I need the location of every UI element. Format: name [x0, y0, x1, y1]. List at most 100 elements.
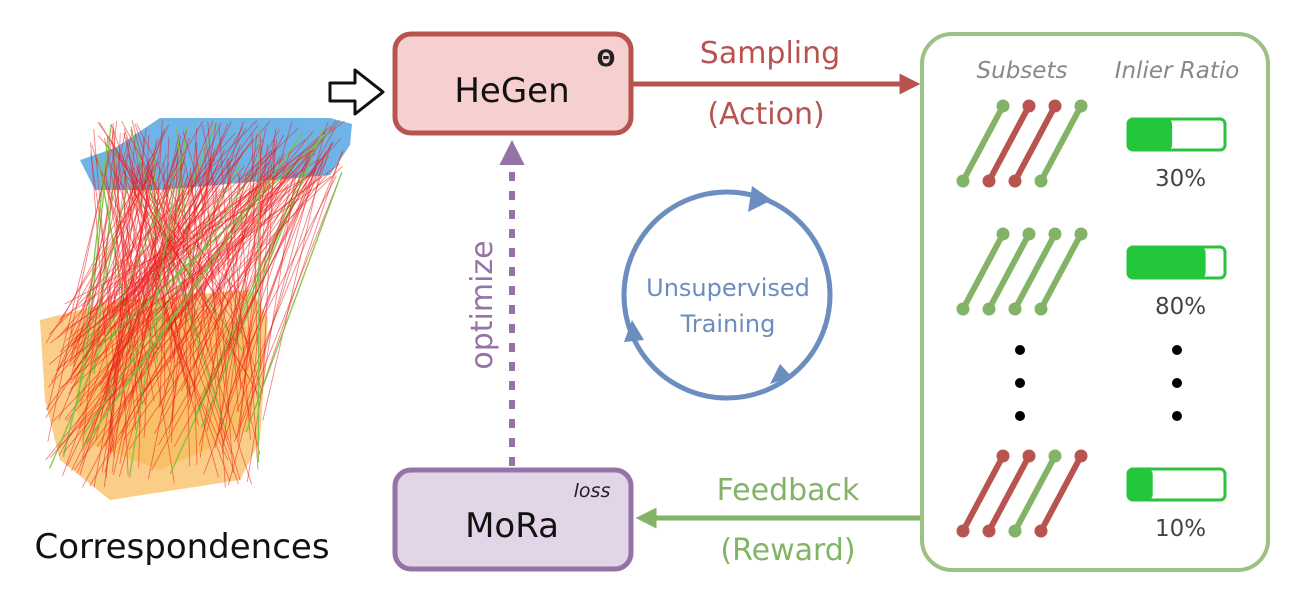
outlier-correspondence-line [192, 163, 266, 369]
correspondence-endpoint [1008, 302, 1022, 316]
correspondence-segment [1038, 103, 1084, 184]
correspondence-endpoint [996, 99, 1010, 113]
correspondence-segment [960, 453, 1006, 534]
correspondence-endpoint [1074, 227, 1088, 241]
inlier-correspondence [982, 227, 1036, 316]
ellipsis-dot [1172, 378, 1182, 388]
feedback-label: Feedback [717, 473, 860, 508]
outlier-correspondence [982, 99, 1036, 188]
outlier-correspondence-line [136, 145, 211, 324]
ellipsis-dot [1015, 345, 1025, 355]
cycle-arrowhead-right-icon [770, 364, 792, 384]
ellipsis-dot [1172, 411, 1182, 421]
outlier-correspondence-line [214, 120, 293, 379]
correspondence-endpoint [1048, 99, 1062, 113]
inlier-ratio-label: 80% [1155, 294, 1206, 320]
mora-node: MoRa loss [392, 467, 634, 572]
correspondence-endpoint [1034, 174, 1048, 188]
optimize-label: optimize [465, 240, 500, 369]
outlier-correspondence-line [262, 139, 276, 391]
outlier-correspondence-line [45, 124, 259, 410]
outlier-correspondence-line [159, 144, 262, 406]
outlier-correspondence-line [103, 156, 186, 393]
correspondence-endpoint [1022, 99, 1036, 113]
correspondence-segment [1038, 231, 1084, 312]
outlier-correspondence-line [246, 171, 297, 482]
correspondences-label: Correspondences [34, 527, 329, 567]
outlier-correspondence-line [218, 133, 258, 436]
outlier-correspondence-line [74, 161, 286, 350]
outlier-correspondence-line [85, 131, 326, 398]
outlier-correspondence-line [238, 141, 333, 427]
correspondence-endpoint [982, 174, 996, 188]
correspondence-endpoint [1074, 449, 1088, 463]
correspondence-segment [1012, 453, 1058, 534]
outlier-correspondence-line [121, 172, 127, 304]
inlier-correspondence-line [257, 127, 261, 463]
correspondence-point-cloud-image [40, 118, 352, 500]
outlier-correspondence-line [169, 147, 179, 364]
outlier-correspondence-line [70, 131, 126, 380]
outlier-correspondence-line [93, 129, 118, 397]
theta-parameter-symbol: Θ [597, 47, 616, 72]
outlier-correspondence-line [171, 166, 181, 443]
outlier-correspondence-line [228, 158, 251, 440]
input-arrow-icon [328, 68, 385, 116]
mora-box [392, 467, 634, 572]
outlier-correspondence-line [89, 174, 270, 487]
outlier-correspondence-line [58, 162, 170, 420]
outlier-correspondence-line [99, 181, 230, 387]
outlier-correspondence-line [226, 158, 242, 389]
outlier-correspondence-line [163, 163, 166, 393]
correspondence-segment [986, 231, 1032, 312]
outlier-correspondence-line [133, 173, 329, 403]
outlier-correspondence-line [82, 121, 118, 447]
correspondence-endpoint [982, 302, 996, 316]
outlier-correspondence-line [51, 120, 204, 383]
outlier-correspondence-line [262, 158, 324, 421]
inlier-correspondence [956, 227, 1010, 316]
outlier-correspondence-line [204, 151, 271, 359]
outlier-correspondence-line [101, 173, 154, 346]
inlier-correspondence [1008, 449, 1062, 538]
outlier-correspondence-line [180, 187, 288, 392]
subset-row: 10% [956, 449, 1227, 542]
correspondence-endpoint [1022, 227, 1036, 241]
correspondence-endpoint [1048, 449, 1062, 463]
outlier-correspondence-line [188, 141, 198, 397]
outlier-correspondence-line [69, 165, 245, 367]
outlier-correspondence [1008, 99, 1062, 188]
outlier-correspondence-line [103, 154, 129, 336]
inlier-correspondence-line [128, 184, 176, 478]
outlier-correspondence-line [70, 159, 216, 347]
outlier-correspondence-line [63, 162, 183, 367]
hegen-label: HeGen [454, 71, 569, 111]
correspondence-endpoint [956, 174, 970, 188]
outlier-correspondence-line [207, 121, 234, 473]
outlier-correspondence-line [103, 128, 147, 488]
inlier-ratio-bar-fill [1128, 119, 1173, 150]
ellipsis-dot [1172, 345, 1182, 355]
correspondence-endpoint [1008, 524, 1022, 538]
outlier-correspondence-line [81, 120, 214, 458]
training-cycle: Unsupervised Training [621, 186, 833, 401]
correspondence-endpoint [1048, 227, 1062, 241]
reward-label: (Reward) [720, 533, 855, 568]
correspondence-endpoint [1022, 449, 1036, 463]
correspondence-segment [1012, 103, 1058, 184]
outlier-correspondence-line [49, 149, 313, 459]
cycle-arrowhead-left-icon [624, 320, 644, 342]
outlier-correspondence [1034, 449, 1088, 538]
correspondence-segment [960, 103, 1006, 184]
cycle-label-line2: Training [680, 310, 776, 338]
outlier-correspondence-line [47, 149, 113, 411]
outlier-correspondence-line [147, 148, 216, 480]
outlier-correspondence-line [64, 176, 310, 305]
cycle-label-line1: Unsupervised [646, 274, 810, 302]
outlier-correspondence-line [73, 176, 153, 367]
subset-row: 80% [956, 227, 1227, 320]
outlier-correspondence-line [73, 160, 224, 372]
inlier-ratio-bar-fill [1128, 469, 1153, 500]
